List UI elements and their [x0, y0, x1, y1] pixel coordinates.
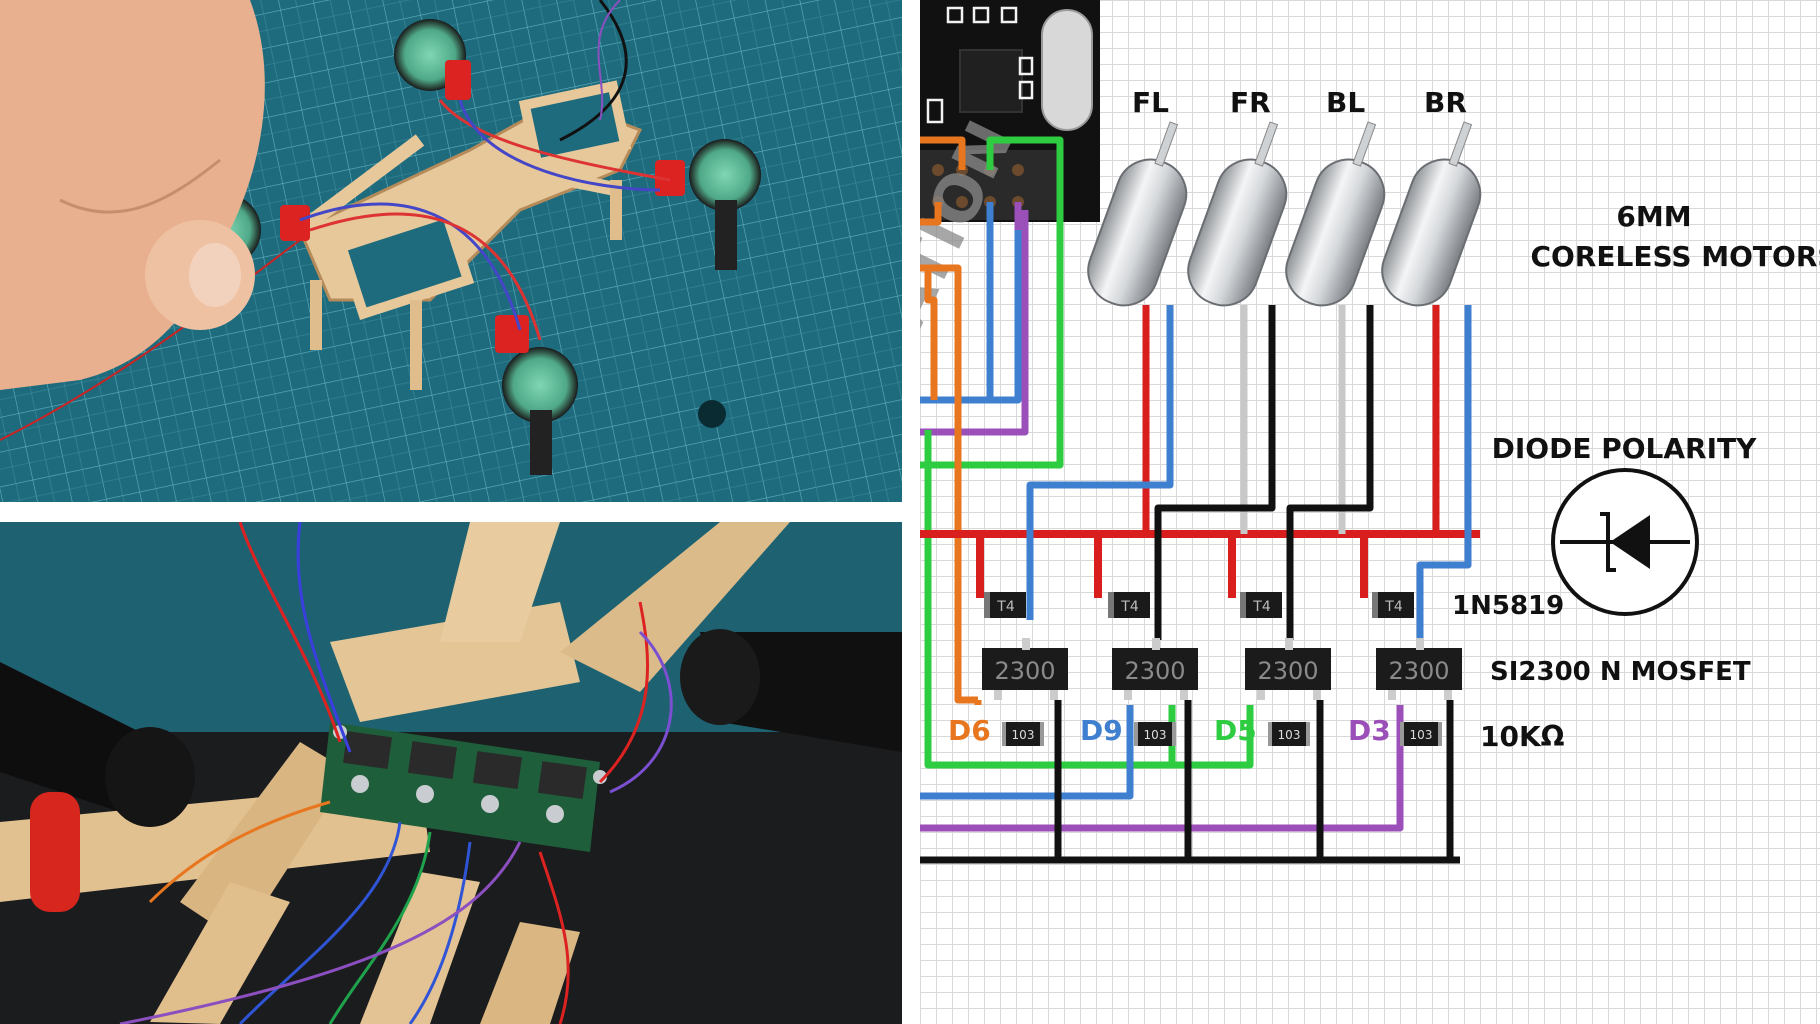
motors-title-line2: CORELESS MOTORS — [1530, 240, 1820, 273]
popsicle-sticks — [0, 522, 790, 1024]
motors-title-line1: 6MM — [1616, 200, 1691, 233]
mosfet-marking: 2300 — [1388, 657, 1449, 685]
frame-wires — [0, 0, 671, 441]
mosfet-board — [320, 722, 607, 852]
motor-label-bl: BL — [1326, 86, 1365, 119]
hand — [0, 0, 265, 390]
board-wires — [119, 522, 673, 1024]
diode-marking: T4 — [996, 599, 1015, 615]
resistors: 103 103 103 103 — [1002, 722, 1442, 746]
motor-label-br: BR — [1424, 86, 1467, 119]
resistor-marking: 103 — [1144, 728, 1167, 742]
resistor-marking: 103 — [1410, 728, 1433, 742]
schottky-diodes: T4 T4 T4 T4 — [984, 592, 1414, 618]
diode-marking: T4 — [1120, 599, 1139, 615]
wiring-schematic: LATION — [920, 0, 1820, 1024]
schematic-drawing: LATION — [920, 0, 1820, 864]
mosfets: 2300 2300 2300 2300 — [982, 638, 1462, 700]
resistor-marking: 103 — [1278, 728, 1301, 742]
positive-bus — [920, 530, 1480, 598]
photo-divider — [0, 502, 902, 522]
mosfet-marking: 2300 — [1257, 657, 1318, 685]
mosfet-marking: 2300 — [1124, 657, 1185, 685]
motor-label-fr: FR — [1230, 86, 1271, 119]
diode-symbol-icon — [1551, 468, 1699, 616]
pin-label-d3: D3 — [1348, 714, 1391, 747]
motor-wires — [1026, 305, 1472, 640]
mosfet-marking: 2300 — [994, 657, 1055, 685]
resistor-marking: 103 — [1012, 728, 1035, 742]
diode-marking: T4 — [1384, 599, 1403, 615]
diode-marking: T4 — [1252, 599, 1271, 615]
pin-label-d6: D6 — [948, 714, 991, 747]
mat-hole — [698, 400, 726, 428]
panel-divider — [902, 0, 920, 1024]
ground-bus — [920, 700, 1460, 864]
drone-frame-photo — [0, 0, 902, 502]
coreless-motors — [1087, 121, 1482, 307]
soldering-tools — [0, 629, 902, 912]
motor-label-fl: FL — [1132, 86, 1169, 119]
diode-part-label: 1N5819 — [1452, 591, 1564, 621]
soldered-board-photo — [0, 522, 902, 1024]
mosfet-part-label: SI2300 N MOSFET — [1490, 657, 1751, 687]
drone-frame-illustration — [0, 0, 902, 502]
resistor-value-label: 10KΩ — [1480, 720, 1565, 753]
pin-label-d9: D9 — [1080, 714, 1123, 747]
pin-label-d5: D5 — [1214, 714, 1257, 747]
soldered-board-illustration — [0, 522, 902, 1024]
diode-polarity-title: DIODE POLARITY — [1492, 432, 1757, 465]
